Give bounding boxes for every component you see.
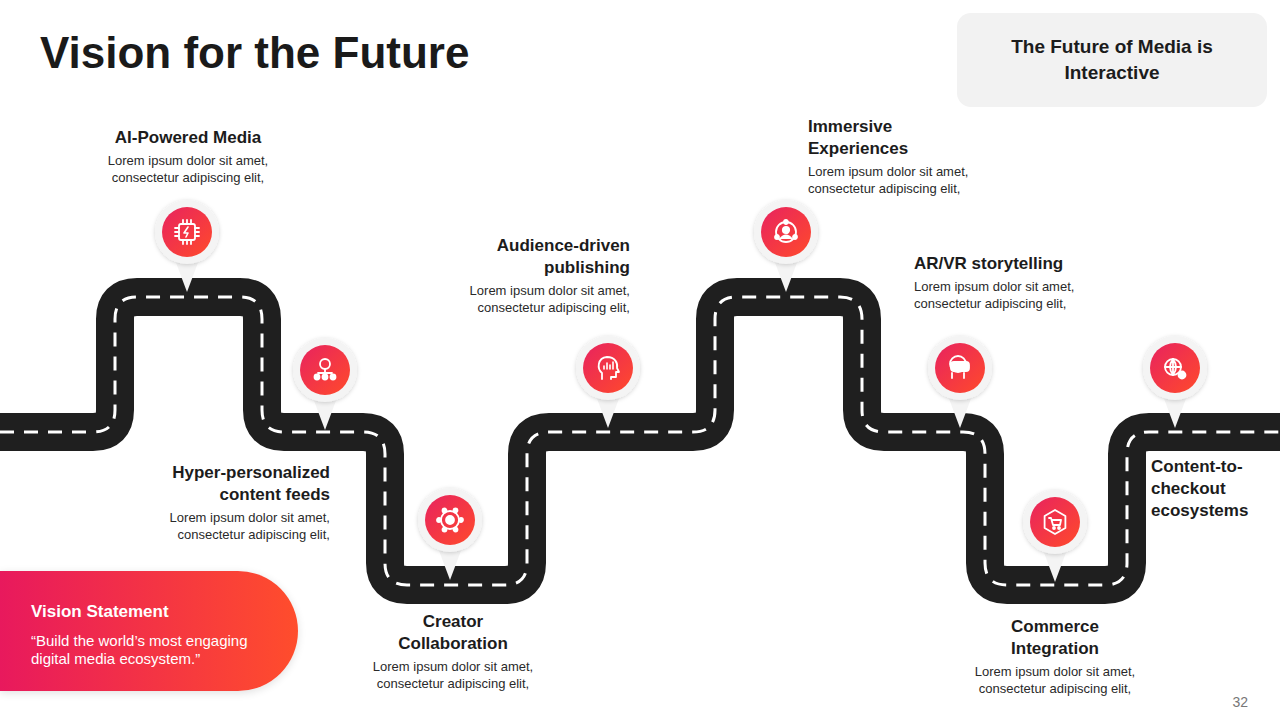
vision-heading: Vision Statement [31,601,281,623]
map-pin [418,488,482,580]
pin-icon [175,220,199,244]
milestone-heading: Commerce Integration [980,616,1130,660]
road-centre-line [0,297,1280,585]
pin-halo [175,260,199,292]
pin-disc [300,345,350,395]
pin-icon [775,220,797,242]
milestone-label: Hyper-personalized content feedsLorem ip… [130,462,330,543]
pin-icon [599,357,619,379]
tagline-box: The Future of Media is Interactive [957,13,1267,107]
page-number: 32 [1212,694,1248,710]
pin-halo [1043,550,1067,582]
tagline-text: The Future of Media is Interactive [992,34,1232,86]
pin-disc [761,207,811,257]
map-pin [155,200,219,292]
pin-halo [1143,336,1207,400]
pin-icon [1045,510,1066,534]
pin-halo [313,398,337,430]
milestone-heading: Hyper-personalized content feeds [130,462,330,506]
milestone-description: Lorem ipsum dolor sit amet, consectetur … [130,509,330,543]
milestone-description: Lorem ipsum dolor sit amet, consectetur … [353,658,553,692]
map-pin [1143,336,1207,428]
pin-disc [935,343,985,393]
pin-icon [950,356,969,378]
pin-disc [162,207,212,257]
vision-statement-box: Vision Statement “Build the world’s most … [0,571,298,691]
milestone-heading: Audience-driven publishing [460,235,630,279]
pin-halo [1023,490,1087,554]
pin-disc [583,343,633,393]
pin-icon [1165,359,1186,379]
milestone-label: Creator CollaborationLorem ipsum dolor s… [353,611,553,692]
milestone-label: AR/VR storytellingLorem ipsum dolor sit … [914,253,1114,312]
pin-halo [948,396,972,428]
pin-disc [1030,497,1080,547]
pin-halo [155,200,219,264]
pin-disc [425,495,475,545]
pin-icon [437,508,463,531]
map-pin [754,200,818,292]
pin-icon [315,359,336,380]
milestone-label: Immersive ExperiencesLorem ipsum dolor s… [808,116,1008,197]
pin-halo [754,200,818,264]
milestone-label: Commerce IntegrationLorem ipsum dolor si… [955,616,1155,697]
pin-halo [293,338,357,402]
pin-halo [438,548,462,580]
map-pin [293,338,357,430]
pin-halo [418,488,482,552]
map-pin [576,336,640,428]
milestone-heading: Content-to-checkout ecosystems [1151,456,1271,522]
milestone-description: Lorem ipsum dolor sit amet, consectetur … [808,163,1008,197]
milestone-description: Lorem ipsum dolor sit amet, consectetur … [88,152,288,186]
slide-title: Vision for the Future [40,27,469,79]
milestone-label: Content-to-checkout ecosystems [1151,456,1271,522]
milestone-description: Lorem ipsum dolor sit amet, consectetur … [914,278,1114,312]
milestone-heading: AI-Powered Media [88,127,288,149]
milestone-label: Audience-driven publishingLorem ipsum do… [430,235,630,316]
milestone-heading: Immersive Experiences [808,116,958,160]
milestone-label: AI-Powered MediaLorem ipsum dolor sit am… [88,127,288,186]
pin-halo [576,336,640,400]
pin-halo [1163,396,1187,428]
map-pin [1023,490,1087,582]
milestone-description: Lorem ipsum dolor sit amet, consectetur … [955,663,1155,697]
map-pin [928,336,992,428]
milestone-description: Lorem ipsum dolor sit amet, consectetur … [430,282,630,316]
pin-halo [774,260,798,292]
pin-disc [1150,343,1200,393]
milestone-heading: AR/VR storytelling [914,253,1114,275]
pin-halo [596,396,620,428]
road [0,297,1280,585]
vision-quote: “Build the world’s most engaging digital… [31,632,281,668]
pin-halo [928,336,992,400]
milestone-heading: Creator Collaboration [378,611,528,655]
